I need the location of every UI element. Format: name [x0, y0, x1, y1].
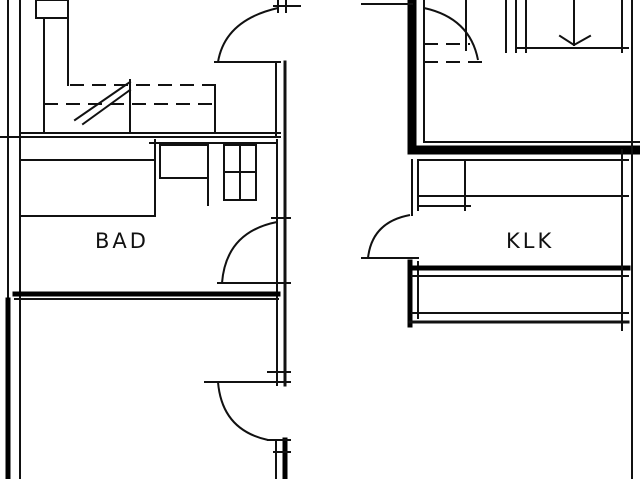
bath-fixtures: [19, 139, 276, 217]
top-door-swing: [214, 0, 301, 63]
right-heavy-wall: [361, 0, 640, 155]
closet-lower-shelves: [407, 149, 631, 331]
room-label-bathroom: BAD: [95, 229, 149, 253]
lower-door-swing: [204, 371, 291, 453]
top-right-door-and-closets: [423, 0, 633, 479]
sink: [159, 144, 209, 179]
closet-door-swing: [361, 214, 419, 259]
left-outer-walls: [0, 0, 288, 479]
top-left-cabinet: [35, 0, 220, 134]
closet-shelves: [411, 159, 629, 216]
room-label-closet: KLK: [506, 229, 555, 253]
bath-door-swing: [217, 217, 291, 284]
